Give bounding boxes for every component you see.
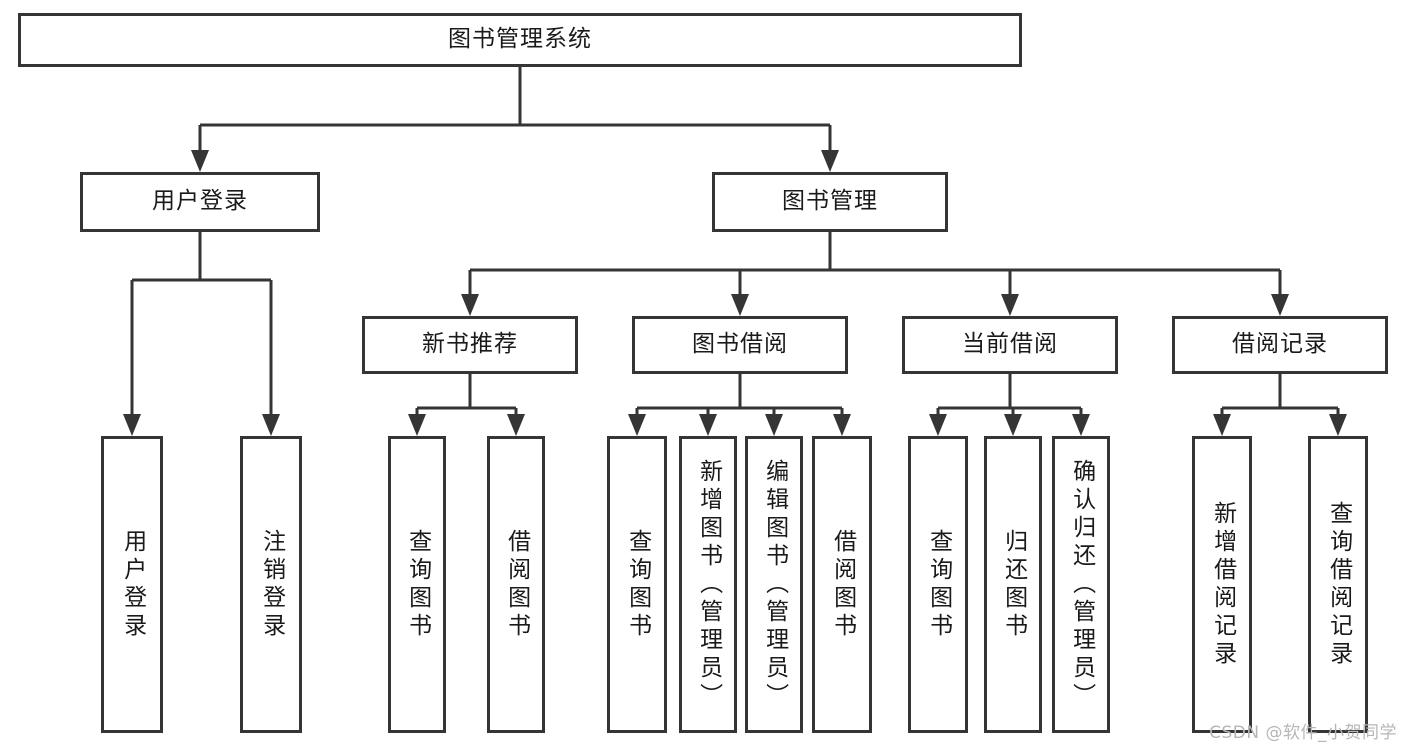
node-leaf-user-login[interactable]: 用户登录: [101, 436, 163, 733]
node-label: 借阅图书: [503, 528, 530, 641]
node-root-book-management-system[interactable]: 图书管理系统: [18, 13, 1022, 67]
node-label: 归还图书: [1000, 528, 1027, 641]
node-label: 用户登录: [152, 188, 248, 215]
node-leaf-borrow-book-1[interactable]: 借阅图书: [487, 436, 545, 733]
node-new-book-recommend[interactable]: 新书推荐: [362, 316, 578, 374]
node-label: 借阅记录: [1232, 331, 1328, 358]
node-label: 新书推荐: [422, 331, 518, 358]
node-label: 图书管理: [782, 188, 878, 215]
watermark-text: CSDN @软件_小贺同学: [1209, 723, 1397, 743]
node-borrow-record[interactable]: 借阅记录: [1172, 316, 1388, 374]
node-leaf-borrow-book-2[interactable]: 借阅图书: [812, 436, 872, 733]
node-leaf-query-book-2[interactable]: 查询图书: [607, 436, 667, 733]
node-leaf-query-borrow-record[interactable]: 查询借阅记录: [1308, 436, 1368, 733]
node-label: 查询借阅记录: [1325, 500, 1352, 669]
node-label: 当前借阅: [962, 331, 1058, 358]
node-label: 编辑图书（管理员）: [761, 458, 788, 711]
node-label: 查询图书: [925, 528, 952, 641]
node-leaf-query-book-3[interactable]: 查询图书: [908, 436, 968, 733]
node-leaf-add-book-admin[interactable]: 新增图书（管理员）: [679, 436, 737, 733]
node-leaf-return-book[interactable]: 归还图书: [984, 436, 1042, 733]
node-label: 图书借阅: [692, 331, 788, 358]
node-leaf-logout[interactable]: 注销登录: [240, 436, 302, 733]
node-label: 用户登录: [119, 528, 146, 641]
node-current-borrow[interactable]: 当前借阅: [902, 316, 1118, 374]
node-label: 新增借阅记录: [1209, 500, 1236, 669]
node-label: 新增图书（管理员）: [695, 458, 722, 711]
node-book-borrow[interactable]: 图书借阅: [632, 316, 848, 374]
node-label: 图书管理系统: [448, 26, 592, 53]
node-label: 确认归还（管理员）: [1068, 458, 1095, 711]
node-label: 查询图书: [404, 528, 431, 641]
node-leaf-add-borrow-record[interactable]: 新增借阅记录: [1192, 436, 1252, 733]
node-leaf-edit-book-admin[interactable]: 编辑图书（管理员）: [745, 436, 803, 733]
node-user-login[interactable]: 用户登录: [80, 172, 320, 232]
node-label: 借阅图书: [829, 528, 856, 641]
node-leaf-confirm-return-admin[interactable]: 确认归还（管理员）: [1052, 436, 1110, 733]
node-label: 查询图书: [624, 528, 651, 641]
node-label: 注销登录: [258, 528, 285, 641]
node-book-manage[interactable]: 图书管理: [712, 172, 948, 232]
node-leaf-query-book-1[interactable]: 查询图书: [388, 436, 446, 733]
